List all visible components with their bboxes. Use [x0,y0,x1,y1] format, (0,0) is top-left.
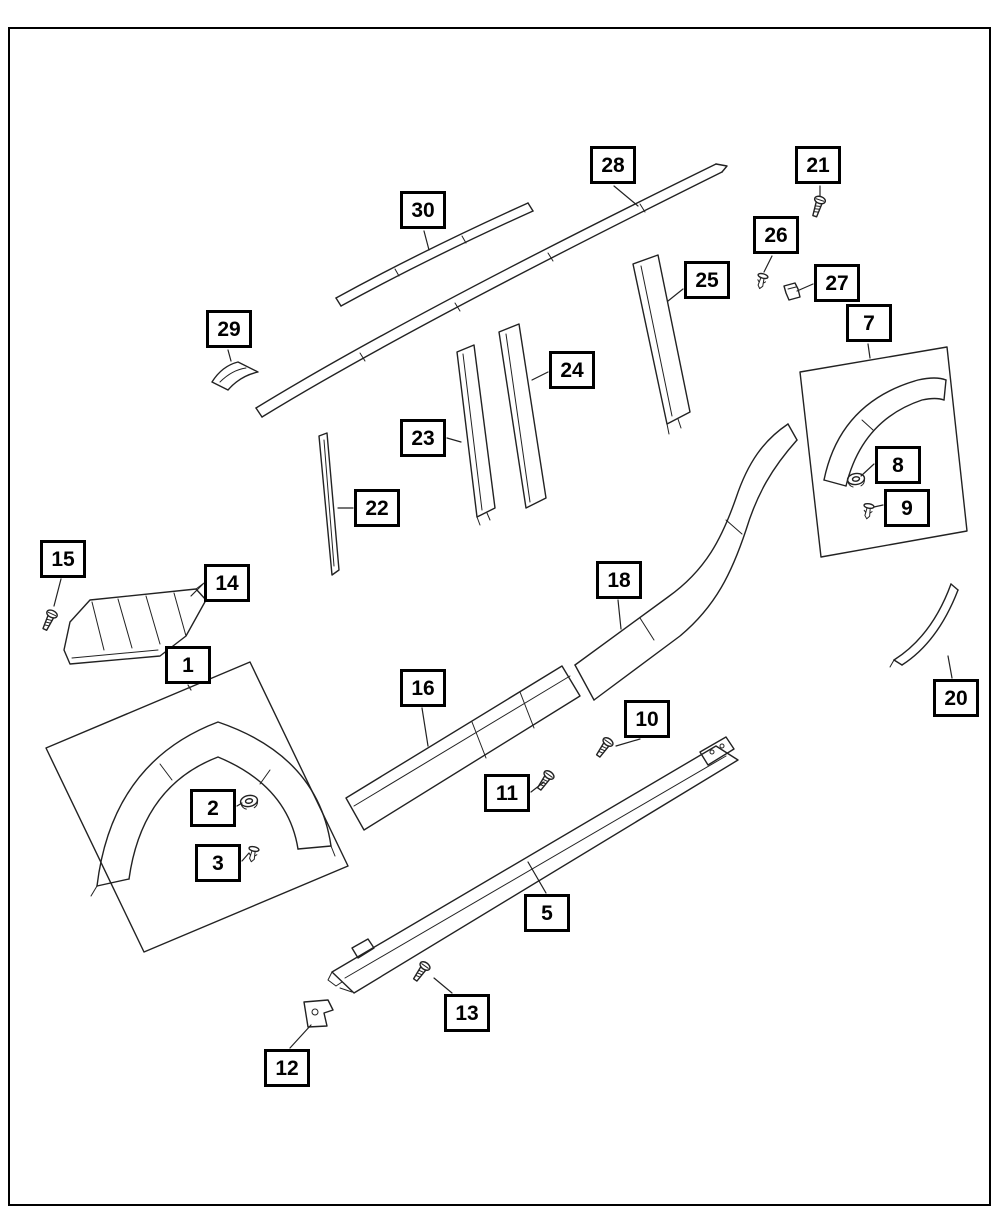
callout-20[interactable]: 20 [933,679,979,717]
callout-21[interactable]: 21 [795,146,841,184]
callout-2[interactable]: 2 [190,789,236,827]
callout-26[interactable]: 26 [753,216,799,254]
leader-lines [53,185,953,1049]
screw-21-icon [808,194,828,219]
callout-8[interactable]: 8 [875,446,921,484]
callout-14[interactable]: 14 [204,564,250,602]
part-roof-rail-28 [255,163,728,418]
part-rail-bracket-29 [211,361,259,391]
detail-box-7 [799,346,968,558]
callout-5[interactable]: 5 [524,894,570,932]
part-end-bracket-12 [303,999,334,1028]
part-rocker-molding-5 [327,736,739,994]
callout-9[interactable]: 9 [884,489,930,527]
screw-13-icon [410,959,433,984]
callout-29[interactable]: 29 [206,310,252,348]
detail-box-1 [45,661,349,953]
callout-24[interactable]: 24 [549,351,595,389]
callout-22[interactable]: 22 [354,489,400,527]
part-quarter-molding-18 [574,423,798,701]
callout-3[interactable]: 3 [195,844,241,882]
part-pillar-applique-23 [456,344,496,526]
callout-27[interactable]: 27 [814,264,860,302]
diagram-border-frame [8,27,991,1206]
nut-2-icon [238,793,260,811]
clip-27-icon [783,282,801,301]
callout-12[interactable]: 12 [264,1049,310,1087]
part-pillar-applique-25 [632,254,691,435]
callout-15[interactable]: 15 [40,540,86,578]
part-arch-strip-20 [889,583,959,668]
part-pillar-applique-24 [498,323,547,509]
callout-7[interactable]: 7 [846,304,892,342]
callout-13[interactable]: 13 [444,994,490,1032]
part-roof-molding-30 [335,202,534,307]
callout-25[interactable]: 25 [684,261,730,299]
part-weatherstrip-22 [318,432,340,576]
screw-11-icon [534,768,557,793]
screw-10-icon [593,735,616,760]
callout-10[interactable]: 10 [624,700,670,738]
callout-18[interactable]: 18 [596,561,642,599]
callout-11[interactable]: 11 [484,774,530,812]
screw-15-icon [39,607,60,633]
clip-26-icon [754,271,770,291]
callout-1[interactable]: 1 [165,646,211,684]
part-door-molding-16 [345,665,581,831]
callout-28[interactable]: 28 [590,146,636,184]
callout-16[interactable]: 16 [400,669,446,707]
callout-23[interactable]: 23 [400,419,446,457]
clip-9-icon [861,502,876,521]
callout-30[interactable]: 30 [400,191,446,229]
